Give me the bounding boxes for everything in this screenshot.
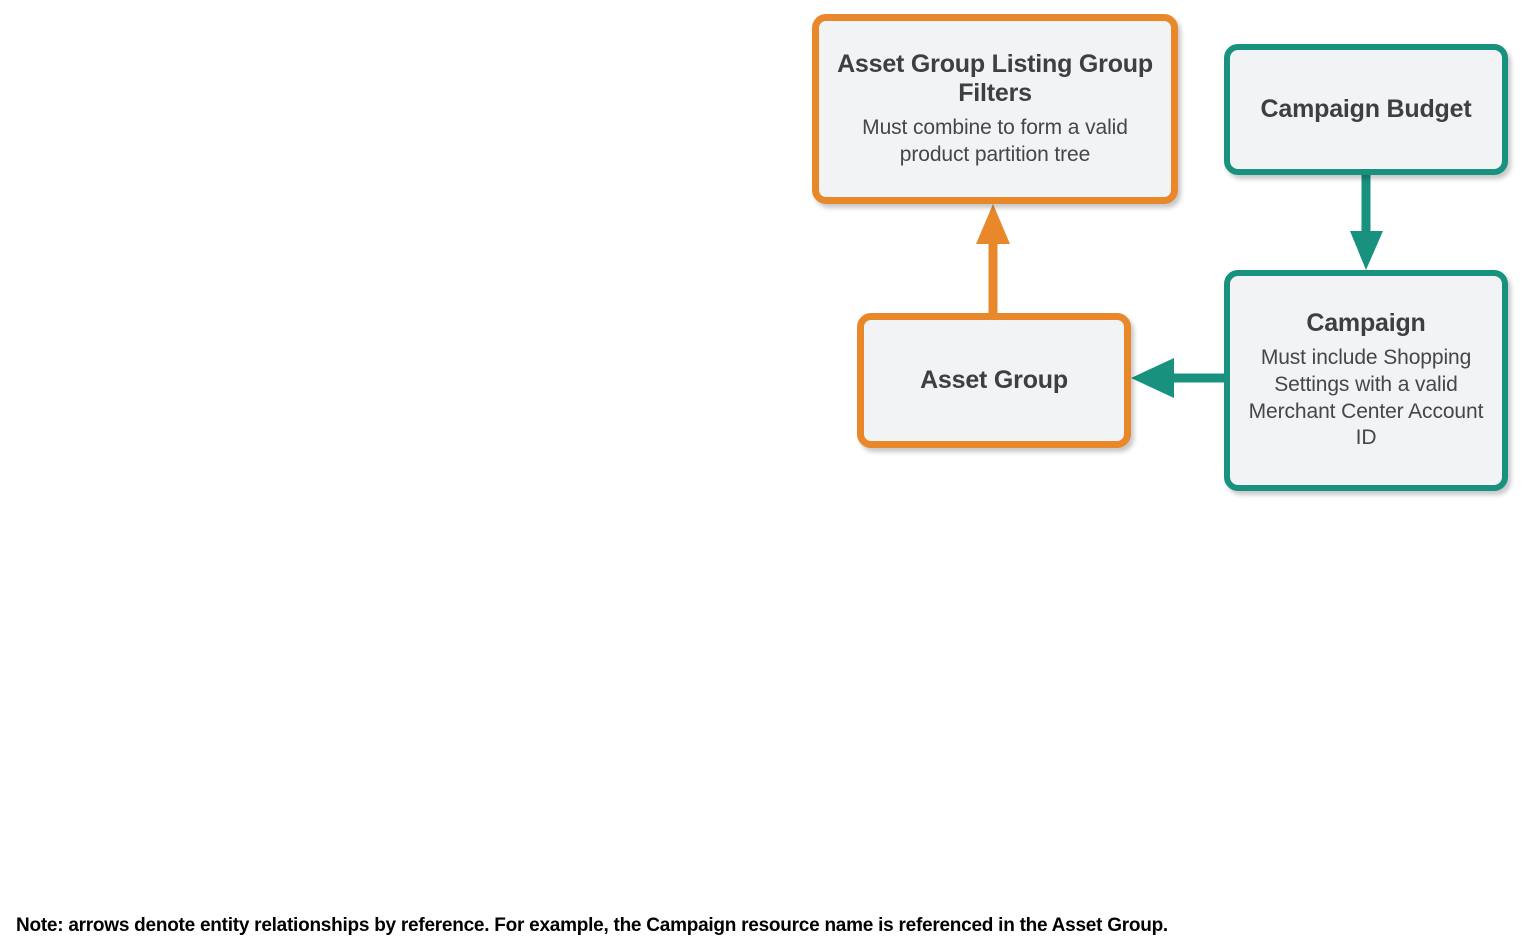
node-campaign[interactable]: Campaign Must include Shopping Settings …	[1224, 270, 1508, 491]
diagram-footnote: Note: arrows denote entity relationships…	[16, 915, 1168, 936]
node-subtitle: Must include Shopping Settings with a va…	[1248, 345, 1484, 450]
node-asset-group[interactable]: Asset Group	[857, 313, 1131, 448]
node-title: Asset Group	[920, 366, 1068, 394]
edge-campaign-to-asset-group	[1131, 358, 1224, 398]
edge-asset-group-to-listing-group-filters	[976, 204, 1010, 313]
node-title: Asset Group Listing Group Filters	[837, 49, 1153, 107]
node-asset-group-listing-group-filters[interactable]: Asset Group Listing Group Filters Must c…	[812, 14, 1178, 204]
node-subtitle: Must combine to form a valid product par…	[862, 115, 1128, 166]
edge-campaign-budget-to-campaign	[1350, 175, 1383, 270]
arrowhead-left-teal	[1131, 358, 1174, 398]
arrowhead-up-orange	[976, 204, 1010, 244]
node-title: Campaign Budget	[1260, 95, 1472, 123]
node-title: Campaign	[1306, 308, 1426, 337]
arrowhead-down-teal	[1350, 231, 1383, 270]
node-campaign-budget[interactable]: Campaign Budget	[1224, 44, 1508, 175]
